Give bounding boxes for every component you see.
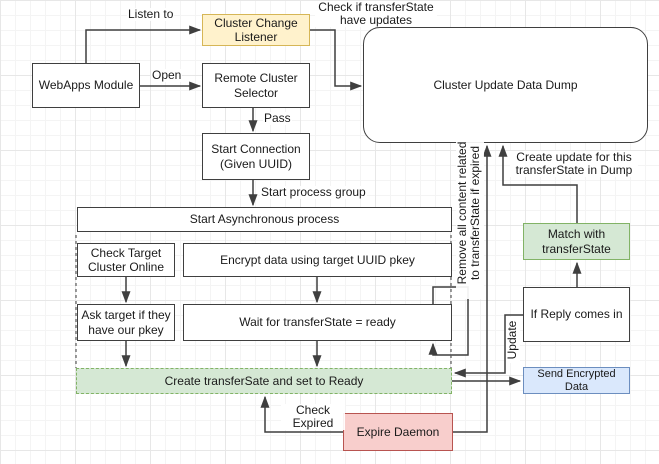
edge-label-update: Update <box>505 317 520 363</box>
node-create-transfersate-ready[interactable]: Create transferSate and set to Ready <box>76 368 452 394</box>
node-label: Start Asynchronous process <box>189 212 340 227</box>
edge-label-pass: Pass <box>263 111 292 125</box>
edge-expire-to-dump <box>453 144 492 433</box>
node-check-target-cluster-online[interactable]: Check Target Cluster Online <box>77 243 175 277</box>
edge-wait-self-loop <box>428 286 469 356</box>
edge-label-remove-content: Remove all content related to transferSt… <box>455 127 484 299</box>
node-label: Cluster Update Data Dump <box>433 77 578 92</box>
edge-label-check-updates: Check if transferState have updates <box>315 1 437 27</box>
node-start-connection[interactable]: Start Connection (Given UUID) <box>202 133 310 180</box>
node-label: Encrypt data using target UUID pkey <box>220 252 415 267</box>
node-label: Wait for transferState = ready <box>239 315 396 330</box>
edge-label-check-expired: Check Expired <box>281 404 345 430</box>
node-label: Start Connection (Given UUID) <box>211 142 301 171</box>
node-cluster-update-data-dump[interactable]: Cluster Update Data Dump <box>363 27 648 143</box>
node-match-with-transferstate[interactable]: Match with transferState <box>523 223 630 260</box>
node-label: Expire Daemon <box>356 424 440 439</box>
edge-label-start-process-group: Start process group <box>260 185 367 199</box>
node-send-encrypted-data[interactable]: Send Encrypted Data <box>523 367 630 394</box>
edge-webapps-to-listener <box>85 25 202 63</box>
node-label: Ask target if they have our pkey <box>81 308 171 337</box>
edge-label-create-update: Create update for this transferState in … <box>510 151 638 177</box>
node-label: Remote Cluster Selector <box>214 71 298 100</box>
node-label: Create transferSate and set to Ready <box>164 373 364 388</box>
node-cluster-change-listener[interactable]: Cluster Change Listener <box>202 14 310 46</box>
node-expire-daemon[interactable]: Expire Daemon <box>343 413 453 451</box>
node-start-asynchronous-process[interactable]: Start Asynchronous process <box>77 207 452 232</box>
node-wait-transferstate-ready[interactable]: Wait for transferState = ready <box>183 304 452 341</box>
edge-label-open: Open <box>151 68 183 82</box>
edge-ifreply-to-create <box>453 314 523 378</box>
node-webapps-module[interactable]: WebApps Module <box>32 63 140 108</box>
node-if-reply-comes-in[interactable]: If Reply comes in <box>523 287 630 342</box>
node-ask-target-pkey[interactable]: Ask target if they have our pkey <box>77 304 175 341</box>
edge-expire-to-create <box>260 395 343 433</box>
edge-label-listen-to: Listen to <box>127 7 175 21</box>
node-label: Send Encrypted Data <box>537 367 616 393</box>
node-remote-cluster-selector[interactable]: Remote Cluster Selector <box>202 63 310 108</box>
node-encrypt-data[interactable]: Encrypt data using target UUID pkey <box>183 243 452 277</box>
node-label: Match with transferState <box>542 227 611 256</box>
node-label: If Reply comes in <box>530 307 623 322</box>
edge-listener-to-dump <box>310 29 363 91</box>
node-label: WebApps Module <box>38 78 134 93</box>
edge-match-to-dump <box>498 144 578 223</box>
node-label: Cluster Change Listener <box>214 15 298 44</box>
node-label: Check Target Cluster Online <box>87 245 165 274</box>
